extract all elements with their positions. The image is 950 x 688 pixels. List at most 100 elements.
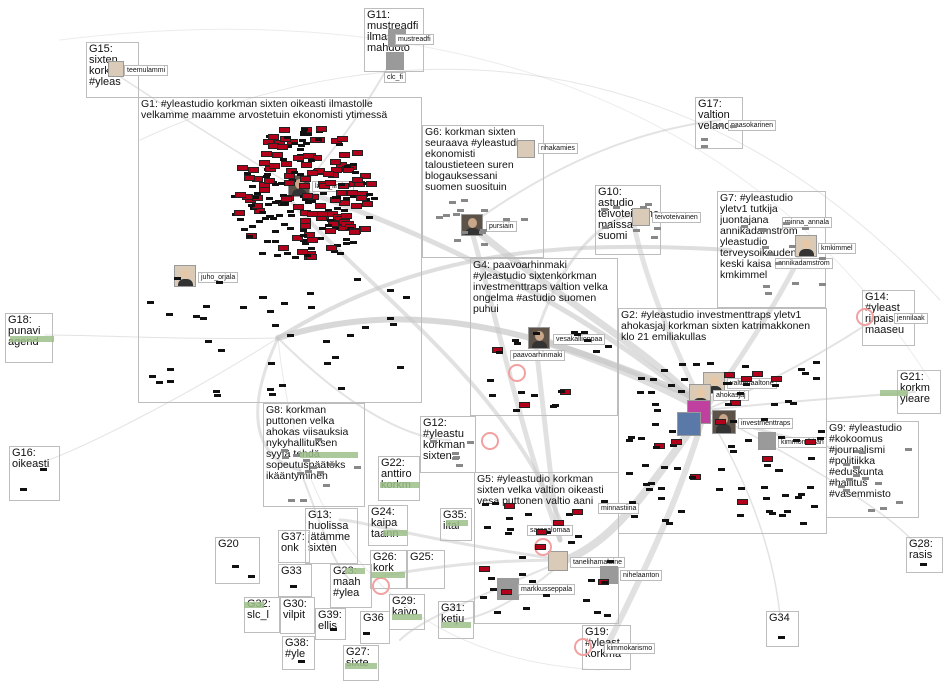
user-avatar-teemulammi[interactable] [108,61,124,77]
graph-node [301,177,310,181]
graph-node [323,484,330,487]
graph-node [672,440,681,444]
graph-node [666,522,673,525]
group-G34[interactable]: G34 [766,611,799,647]
group-G33[interactable]: G33 [278,564,312,597]
group-G1[interactable]: G1: #yleastudio korkman sixten oikeasti … [138,97,422,403]
graph-node [782,494,789,497]
group-G4[interactable]: G4: paavoarhinmaki #yleastudio sixtenkor… [470,258,618,416]
graph-node [270,164,279,168]
graph-node [798,368,805,371]
group-G2[interactable]: G2: #yleastudio investmenttraps yletv1 a… [618,308,827,534]
group-G28[interactable]: G28: rasis [906,537,943,573]
body-icon [716,424,731,433]
user-avatar-vesakallionpaa[interactable] [528,327,550,349]
graph-node [287,227,294,230]
group-G24[interactable]: G24: kaipa taann [368,505,408,546]
graph-node [298,144,305,147]
user-avatar-kimmomikkan[interactable] [758,432,776,450]
group-G25[interactable]: G25: [407,550,445,589]
group-G37[interactable]: G37: onk [278,530,310,563]
group-label: G7: #yleastudio yletv1 tutkija juontajan… [720,193,801,281]
graph-node [331,160,340,164]
group-G5[interactable]: G5: #yleastudio korkman sixten velka val… [474,472,619,624]
graph-node [662,519,669,522]
graph-node [838,485,845,488]
group-G23[interactable]: G23: maah #ylea [330,564,372,608]
graph-node [327,219,334,222]
graph-node [514,342,521,345]
graph-node [807,486,814,489]
user-avatar-hub[interactable] [677,412,701,436]
user-avatar-teivoteivainen[interactable] [632,208,650,226]
graph-node [334,207,341,210]
group-G9[interactable]: G9: #yleastudio #kokoomus #journalismi #… [826,421,919,518]
group-G8[interactable]: G8: korkman puttonen velka ahokas viisau… [263,403,365,507]
graph-node [240,306,247,309]
graph-node [730,420,737,423]
group-G30[interactable]: G30: vilpit [280,597,315,634]
graph-node [290,585,297,588]
graph-node [817,437,824,440]
graph-node [338,183,345,186]
graph-node [601,500,608,503]
group-G13[interactable]: G13: huolissa jätämme sixten [305,508,358,564]
group-G31[interactable]: G31: ketju [438,601,474,639]
graph-node [291,142,298,145]
graph-node [366,193,373,196]
graph-node [492,502,499,505]
graph-node [308,171,317,175]
graph-node [765,292,772,295]
group-label: G12: #yleastu korkman sixten [423,418,466,462]
user-avatar-nihelaanton[interactable] [600,566,618,584]
user-avatar-markkusseppala[interactable] [497,578,519,600]
graph-node [339,184,348,188]
graph-node [581,331,588,334]
user-avatar-tanelihamalaine[interactable] [548,551,568,571]
graph-node [513,409,520,412]
group-G20[interactable]: G20 [215,537,260,584]
user-avatar-clc-fi[interactable] [386,52,404,70]
group-G7[interactable]: G7: #yleastudio yletv1 tutkija juontajan… [717,191,826,308]
graph-node [718,468,725,471]
graph-node [544,531,551,534]
tag-bar [383,530,407,536]
group-G29[interactable]: G29: kaivo [389,594,425,630]
group-G12[interactable]: G12: #yleastu korkman sixten [420,416,476,473]
graph-node [571,331,578,334]
graph-node [573,510,582,514]
graph-node [661,369,668,372]
graph-node [269,393,276,396]
graph-node [260,161,269,165]
graph-node [651,236,658,239]
graph-node [813,377,820,380]
edge [629,212,708,413]
group-G16[interactable]: G16: oikeasti [9,446,60,501]
graph-node [274,254,281,257]
graph-node [561,390,570,394]
graph-node [484,526,491,529]
group-G39[interactable]: G39: ellis [315,608,346,640]
user-avatar-rihakamies[interactable] [517,140,535,158]
graph-node [259,296,266,299]
group-G36[interactable]: G36 [360,611,390,644]
user-avatar-juho-orjala[interactable] [174,265,196,287]
graph-node [214,394,221,397]
graph-node [299,139,306,142]
graph-node [480,567,489,571]
graph-node [259,211,266,214]
graph-node [272,240,279,243]
group-G22[interactable]: G22: anttiro korkm [378,456,420,501]
graph-node [253,177,262,181]
user-avatar-kmkimmel[interactable] [795,235,817,257]
graph-node [502,590,511,594]
graph-node [452,457,459,460]
graph-node [347,227,354,230]
user-avatar-pursiain[interactable] [461,214,483,236]
group-G35[interactable]: G35: iltal [440,508,472,541]
group-G38[interactable]: G38: #yle [282,636,315,670]
graph-node [324,362,331,365]
graph-node [167,380,174,383]
group-G6[interactable]: G6: korkman sixten seuraava #yleastudio … [422,125,544,258]
graph-node [764,464,771,467]
